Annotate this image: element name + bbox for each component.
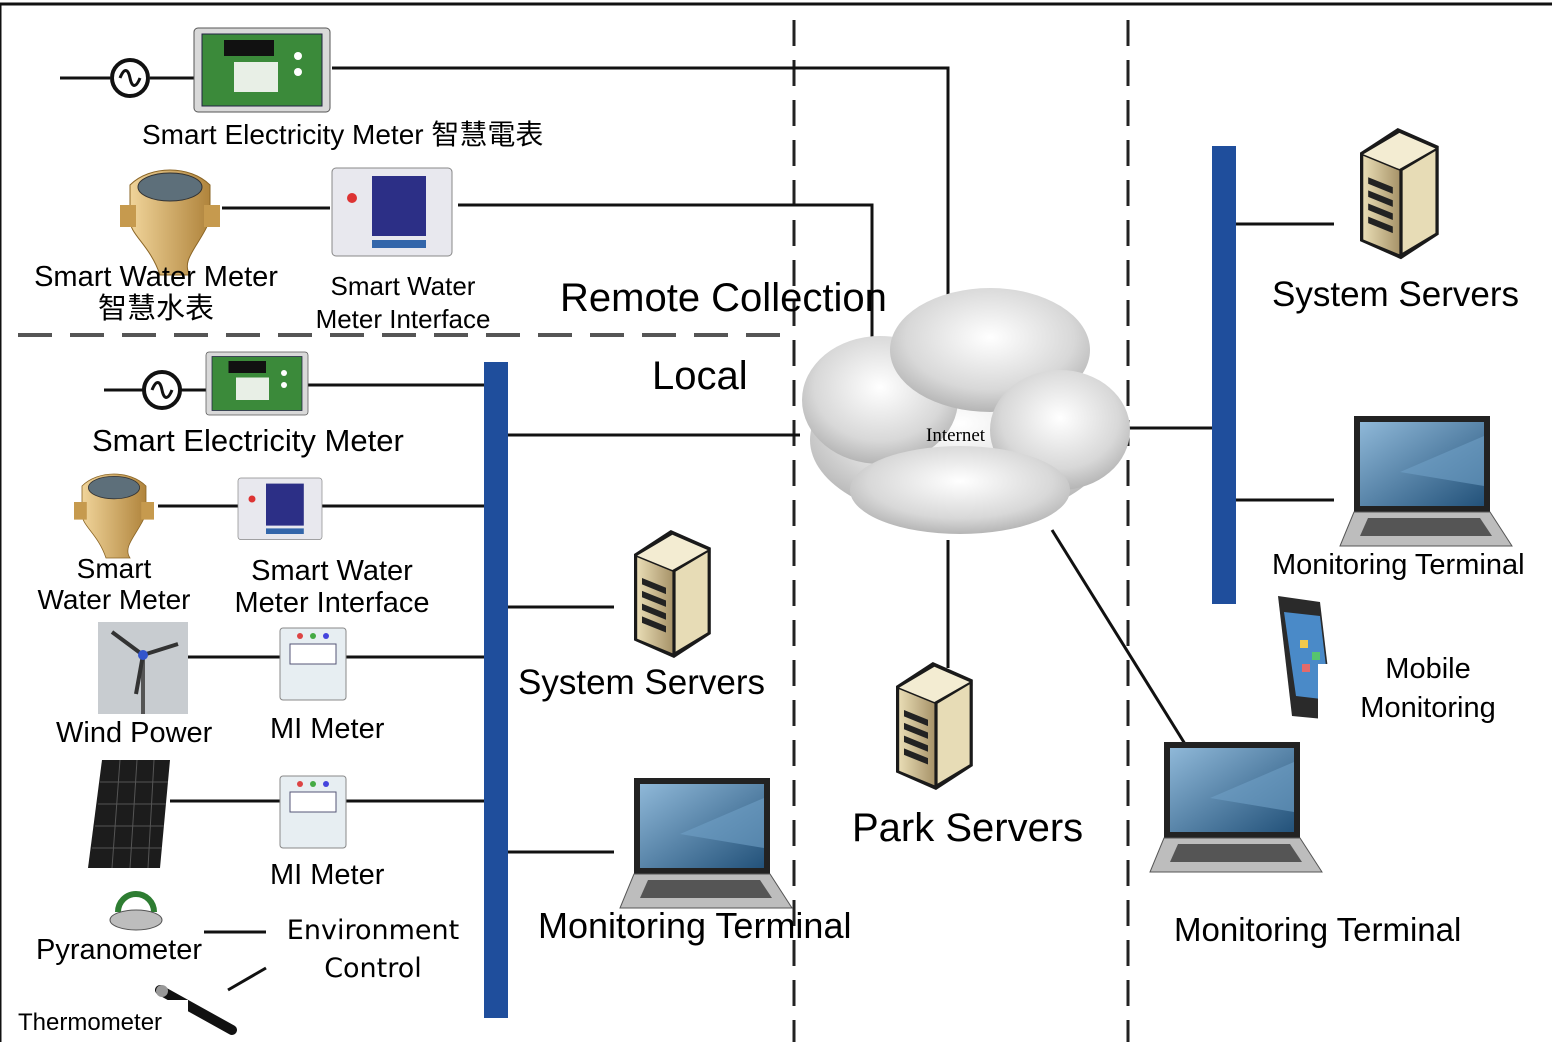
local-water-meter-line2: Water Meter bbox=[37, 583, 191, 615]
water-interface-icon bbox=[237, 477, 323, 540]
internet-cloud-label: Internet bbox=[926, 425, 986, 446]
mobile-monitoring-label: Mobile Monitoring bbox=[1340, 650, 1516, 728]
remote-water-interface-label: Smart Water Meter Interface bbox=[298, 272, 508, 333]
water-meter-icon bbox=[73, 473, 155, 559]
local-monitoring-terminal-label: Monitoring Terminal bbox=[538, 905, 852, 946]
thermometer-icon bbox=[155, 985, 237, 1035]
remote-collection-zone-label: Remote Collection bbox=[560, 276, 887, 320]
local-system-servers-label: System Servers bbox=[518, 663, 765, 702]
laptop-icon bbox=[1149, 741, 1323, 873]
smart-electricity-meter-icon bbox=[205, 351, 309, 416]
mi-meter-label-2: MI Meter bbox=[270, 859, 385, 891]
mobile-monitoring-line2: Monitoring bbox=[1360, 692, 1496, 725]
local-water-interface-line1: Smart Water bbox=[251, 555, 413, 587]
remote-water-meter-line2: 智慧水表 bbox=[97, 292, 214, 325]
park-servers-label: Park Servers bbox=[852, 806, 1084, 850]
local-water-meter-line1: Smart bbox=[76, 553, 152, 584]
ac-source-icon bbox=[142, 370, 182, 410]
mi-meter-icon bbox=[279, 775, 347, 849]
mobile-label-mask bbox=[1318, 664, 1344, 722]
remote-monitoring-terminal-label: Monitoring Terminal bbox=[1272, 549, 1525, 581]
water-interface-icon bbox=[331, 167, 453, 257]
server-icon bbox=[1360, 128, 1439, 260]
local-electricity-meter-label: Smart Electricity Meter bbox=[92, 423, 404, 458]
ac-source-icon bbox=[110, 58, 150, 98]
environment-control-line1: Environment bbox=[286, 915, 460, 946]
cloud-icon bbox=[802, 288, 1130, 534]
remote-water-meter-label: Smart Water Meter 智慧水表 bbox=[20, 261, 292, 326]
remote-system-servers-label: System Servers bbox=[1272, 275, 1519, 314]
laptop-icon bbox=[1339, 415, 1513, 547]
environment-control-line2: Control bbox=[324, 952, 422, 984]
remote-water-interface-line2: Meter Interface bbox=[315, 303, 491, 334]
internet-monitoring-terminal-label: Monitoring Terminal bbox=[1174, 911, 1462, 948]
environment-control-label: Environment Control bbox=[266, 912, 480, 988]
smart-electricity-meter-icon bbox=[193, 27, 331, 113]
local-water-meter-label: Smart Water Meter bbox=[20, 553, 208, 616]
local-zone-label: Local bbox=[652, 354, 748, 398]
wind-turbine-icon bbox=[98, 622, 188, 714]
thermometer-label-box bbox=[6, 1000, 188, 1042]
local-bus bbox=[484, 362, 508, 1018]
connection-lines bbox=[60, 66, 1334, 992]
water-meter-icon bbox=[119, 169, 221, 276]
solar-panel-icon bbox=[88, 759, 170, 869]
pyranometer-label: Pyranometer bbox=[36, 934, 203, 966]
remote-water-interface-line1: Smart Water bbox=[330, 271, 476, 301]
pyranometer-icon bbox=[109, 891, 163, 931]
remote-electricity-meter-label: Smart Electricity Meter 智慧電表 bbox=[142, 119, 544, 150]
local-water-interface-label: Smart Water Meter Interface bbox=[218, 555, 446, 620]
mobile-monitoring-line1: Mobile bbox=[1385, 653, 1471, 685]
remote-bus bbox=[1212, 146, 1236, 604]
remote-water-meter-line1: Smart Water Meter bbox=[34, 261, 278, 293]
mi-meter-icon bbox=[279, 627, 347, 701]
thermometer-label: Thermometer bbox=[18, 1009, 163, 1036]
server-icon bbox=[896, 662, 973, 790]
laptop-icon bbox=[619, 777, 793, 909]
wind-power-label: Wind Power bbox=[56, 717, 213, 749]
mi-meter-label-1: MI Meter bbox=[270, 713, 385, 745]
local-water-interface-line2: Meter Interface bbox=[234, 586, 430, 619]
server-icon bbox=[634, 530, 711, 658]
